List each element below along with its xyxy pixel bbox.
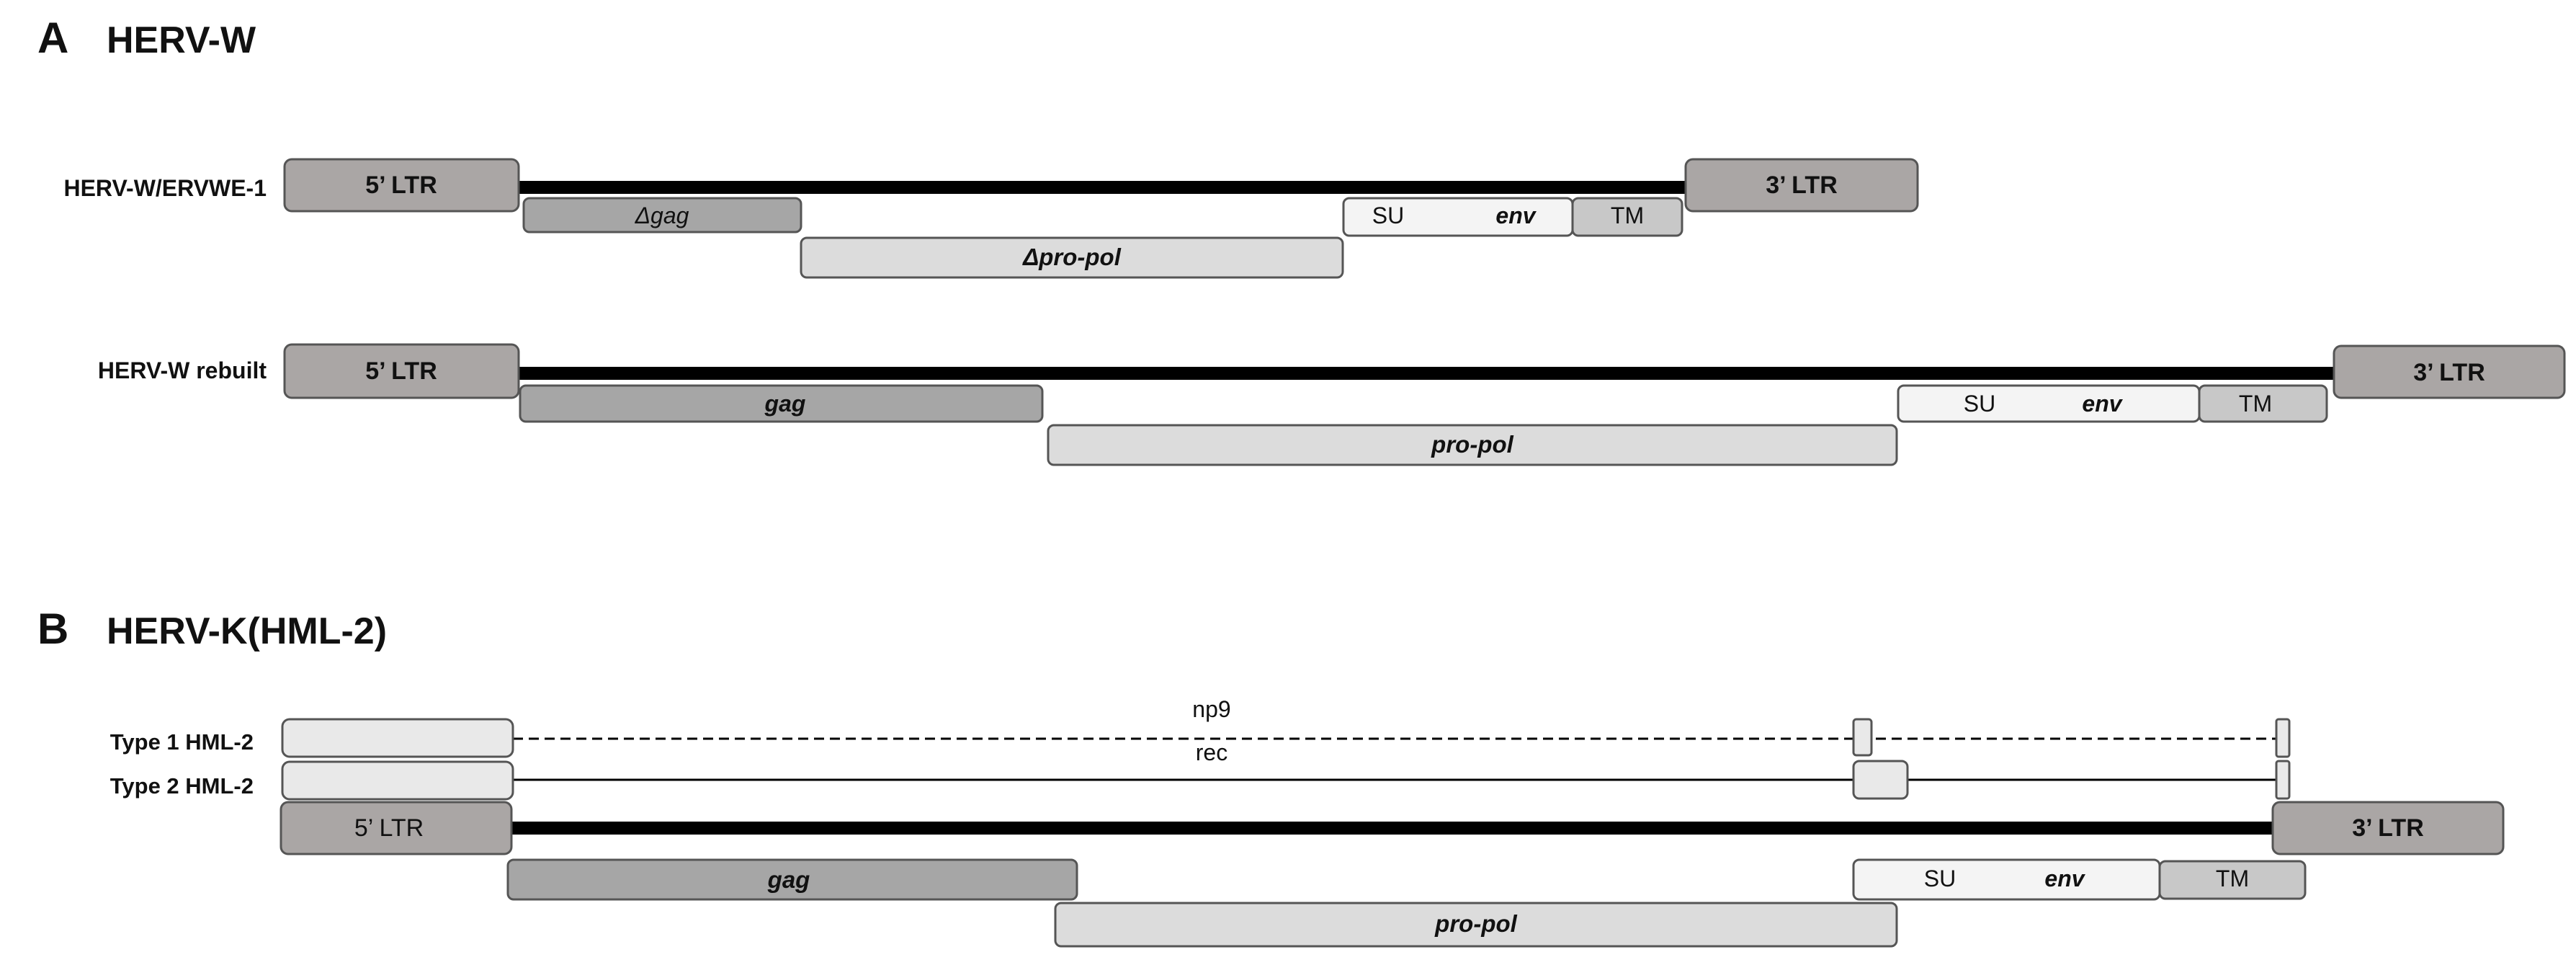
- panel-b-title: HERV-K(HML-2): [107, 610, 387, 652]
- np9-label: np9: [1192, 696, 1230, 722]
- ervwe1-su-label: SU: [1372, 203, 1404, 228]
- hml2-tm-label: TM: [2216, 866, 2249, 891]
- rec-label: rec: [1196, 739, 1227, 765]
- type2-label: Type 2 HML-2: [110, 773, 254, 799]
- hml2-3ltr-label: 3’ LTR: [2352, 814, 2424, 842]
- type1-exon-2: [1852, 718, 1873, 757]
- type1-exon-3: [2275, 718, 2291, 758]
- ervwe1-tm: [1571, 197, 1683, 237]
- rebuilt-row-label: HERV-W rebuilt: [98, 357, 267, 383]
- type2-exon-3: [2275, 760, 2291, 800]
- rebuilt-3ltr-label: 3’ LTR: [2413, 359, 2485, 386]
- type2-exon-2: [1852, 760, 1909, 800]
- rebuilt-3ltr: [2333, 344, 2566, 399]
- rebuilt-su: [1897, 384, 2201, 423]
- rebuilt-env-label: env: [2082, 391, 2123, 417]
- rebuilt-tm-label: TM: [2239, 391, 2272, 417]
- ervwe1-gag-label: Δgag: [635, 203, 689, 228]
- ervwe1-pro-pol: [800, 236, 1344, 279]
- ervwe1-construct: HERV-W/ERVWE-1 5’ LTR 3’ LTR Δgag SU env…: [63, 158, 1919, 279]
- hml2-5ltr-label: 5’ LTR: [354, 814, 424, 842]
- hml2-tm: [2158, 860, 2307, 900]
- rebuilt-su-label: SU: [1964, 391, 1995, 417]
- hml2-env-label: env: [2044, 866, 2085, 891]
- hml2-gag: [506, 858, 1078, 901]
- rebuilt-pro-pol: [1047, 424, 1898, 466]
- ervwe1-5ltr: [283, 158, 520, 213]
- panel-a-letter: A: [37, 14, 68, 62]
- hml2-5ltr: [279, 801, 513, 855]
- hml2-construct: Type 1 HML-2 np9 Type 2 HML-2 rec 5’ LTR…: [110, 696, 2505, 948]
- hml2-pro-pol: [1054, 902, 1898, 948]
- ervwe1-tm-label: TM: [1611, 203, 1644, 228]
- rebuilt-backbone: [513, 367, 2335, 380]
- type1-label: Type 1 HML-2: [110, 729, 254, 755]
- rebuilt-5ltr: [283, 343, 520, 399]
- hml2-pro-pol-label: pro-pol: [1434, 910, 1517, 937]
- rebuilt-construct: HERV-W rebuilt 5’ LTR 3’ LTR gag SU env …: [98, 343, 2566, 466]
- ervwe1-backbone: [513, 181, 1687, 194]
- rebuilt-tm: [2198, 384, 2328, 423]
- ervwe1-gag: [522, 197, 802, 234]
- panel-a-title: HERV-W: [107, 19, 256, 61]
- hml2-su-label: SU: [1924, 866, 1956, 891]
- ervwe1-pro-pol-label: Δpro-pol: [1021, 244, 1122, 270]
- hml2-gag-label: gag: [767, 866, 810, 893]
- ervwe1-env-label: env: [1495, 203, 1537, 228]
- rebuilt-pro-pol-label: pro-pol: [1431, 431, 1513, 458]
- ervwe1-3ltr: [1684, 158, 1919, 213]
- type2-exon-1: [281, 760, 514, 801]
- rebuilt-gag: [519, 384, 1044, 423]
- rebuilt-gag-label: gag: [764, 391, 806, 417]
- hml2-su: [1852, 858, 2161, 901]
- panel-b-letter: B: [37, 605, 68, 653]
- rebuilt-5ltr-label: 5’ LTR: [365, 357, 437, 385]
- ervwe1-row-label: HERV-W/ERVWE-1: [63, 175, 267, 201]
- ervwe1-5ltr-label: 5’ LTR: [365, 172, 437, 199]
- ervwe1-3ltr-label: 3’ LTR: [1766, 172, 1838, 199]
- type1-exon-1: [281, 718, 514, 758]
- hml2-3ltr: [2271, 801, 2505, 855]
- hml2-backbone: [508, 822, 2284, 835]
